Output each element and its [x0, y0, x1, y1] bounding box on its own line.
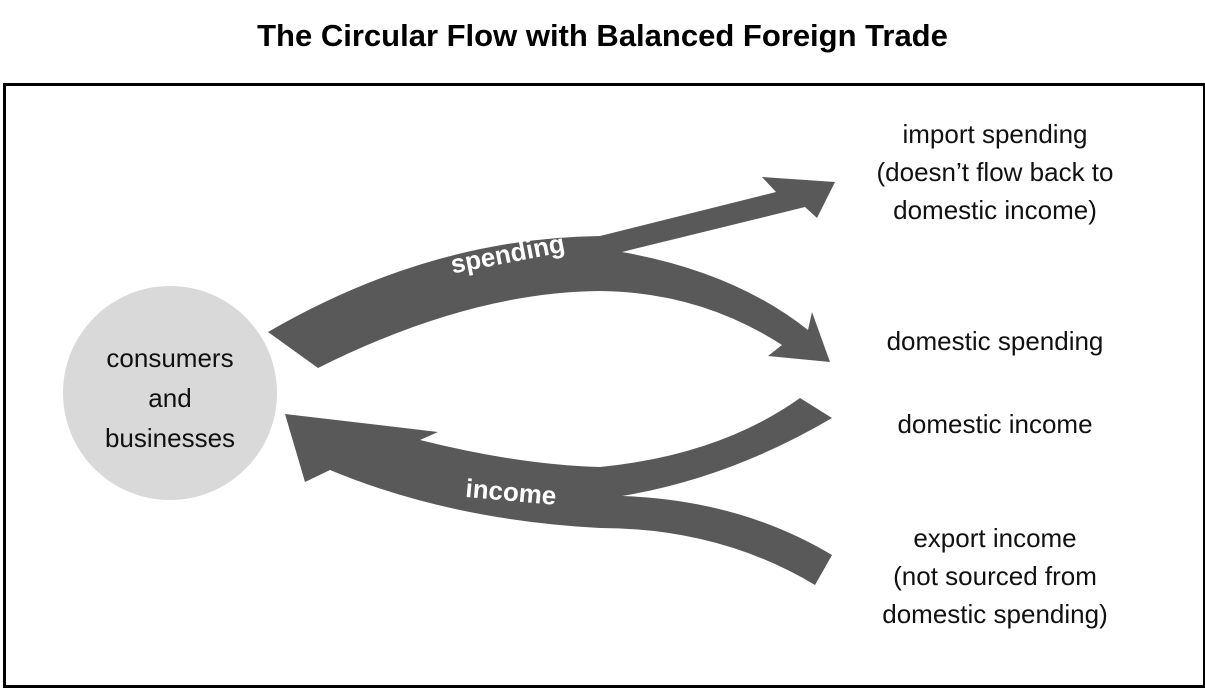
- label-line: export income: [913, 523, 1077, 553]
- label-line: domestic income): [893, 195, 1097, 225]
- label-line: (doesn’t flow back to: [876, 157, 1114, 187]
- consumers-businesses-node: [63, 286, 277, 500]
- spending-arrow: [268, 177, 835, 368]
- consumers-businesses-label: consumers and businesses: [63, 338, 277, 458]
- circle-line: and: [148, 383, 192, 413]
- domestic-income-label: domestic income: [897, 409, 1093, 439]
- circle-line: consumers: [106, 343, 234, 373]
- export-income-label: export income (not sourced from domestic…: [845, 519, 1145, 633]
- circle-line: businesses: [104, 423, 236, 453]
- label-line: (not sourced from: [893, 561, 1097, 591]
- label-line: domestic spending): [882, 599, 1108, 629]
- import-spending-label: import spending (doesn’t flow back to do…: [845, 115, 1145, 229]
- income-arrow: [285, 398, 832, 585]
- label-line: import spending: [902, 119, 1088, 149]
- diagram-title: The Circular Flow with Balanced Foreign …: [257, 18, 948, 53]
- domestic-spending-label: domestic spending: [886, 326, 1104, 356]
